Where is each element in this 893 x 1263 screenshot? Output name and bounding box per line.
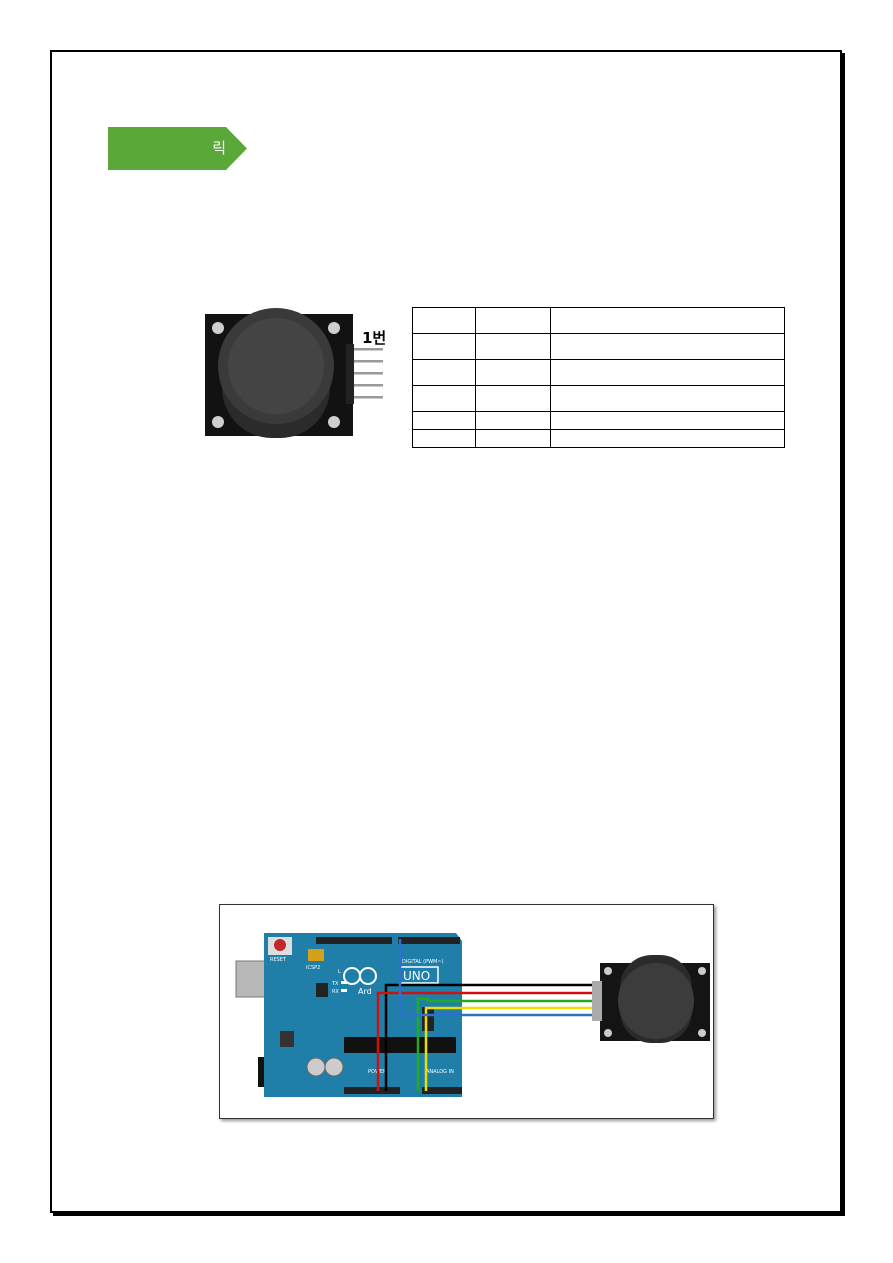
table-row — [412, 385, 786, 412]
board-model: UNO — [403, 969, 430, 983]
digital-header-left — [316, 937, 392, 944]
table-cell — [474, 359, 551, 386]
table-cell — [549, 385, 786, 412]
table-cell — [412, 385, 476, 412]
board-digital-label: DIGITAL (PWM~) — [402, 959, 444, 965]
table-cell — [549, 307, 786, 334]
table-cell — [412, 429, 476, 448]
table-row — [412, 359, 786, 386]
board-l-label: L — [338, 969, 341, 975]
power-header — [344, 1087, 400, 1094]
table-cell — [412, 307, 476, 334]
table-cell — [549, 411, 786, 430]
table-cell — [474, 429, 551, 448]
table-cell — [412, 411, 476, 430]
reset-button — [274, 939, 286, 951]
table-cell — [412, 333, 476, 360]
table-cell — [474, 411, 551, 430]
wire-yellow — [424, 1006, 600, 1091]
section-tag-label: 릭 — [212, 139, 226, 157]
section-tag: 릭 — [108, 127, 247, 170]
joystick-module-photo — [205, 308, 383, 438]
table-cell — [549, 429, 786, 448]
analog-header — [422, 1087, 462, 1094]
wire-green — [416, 997, 600, 1091]
main-chip — [344, 1037, 456, 1053]
table-row — [412, 307, 786, 334]
wire-blue — [398, 939, 600, 1017]
table-cell — [474, 385, 551, 412]
capacitor — [324, 1057, 344, 1077]
wire-black — [384, 983, 600, 1091]
arduino-board — [264, 933, 462, 1097]
pin-1-label: 1번 — [362, 329, 387, 347]
page-border — [50, 50, 842, 1213]
table-row — [412, 429, 786, 448]
board-brand: Ard — [358, 987, 372, 996]
table-cell — [474, 333, 551, 360]
small-chip — [316, 983, 328, 997]
table-row — [412, 333, 786, 360]
board-reset-label: RESET — [270, 957, 287, 963]
wire-red — [376, 991, 600, 1091]
section-tag-arrow — [108, 127, 247, 170]
board-tx-label: TX — [331, 981, 339, 987]
table-cell — [549, 333, 786, 360]
wiring-diagram: RESET ICSP2 DIGITAL (PWM~) Ard UNO L TX … — [219, 904, 714, 1119]
joystick-knob — [618, 963, 694, 1039]
digital-header-right — [398, 937, 460, 944]
table-row — [412, 411, 786, 430]
table-cell — [549, 359, 786, 386]
board-rx-label: RX — [332, 989, 339, 995]
table-cell — [474, 307, 551, 334]
board-analog-label: ANALOG IN — [426, 1069, 454, 1075]
wiring-diagram-svg: RESET ICSP2 DIGITAL (PWM~) Ard UNO L TX … — [235, 933, 710, 1097]
capacitor — [306, 1057, 326, 1077]
table-cell — [412, 359, 476, 386]
pin-table — [412, 307, 786, 448]
board-icsp-label: ICSP2 — [306, 965, 320, 971]
